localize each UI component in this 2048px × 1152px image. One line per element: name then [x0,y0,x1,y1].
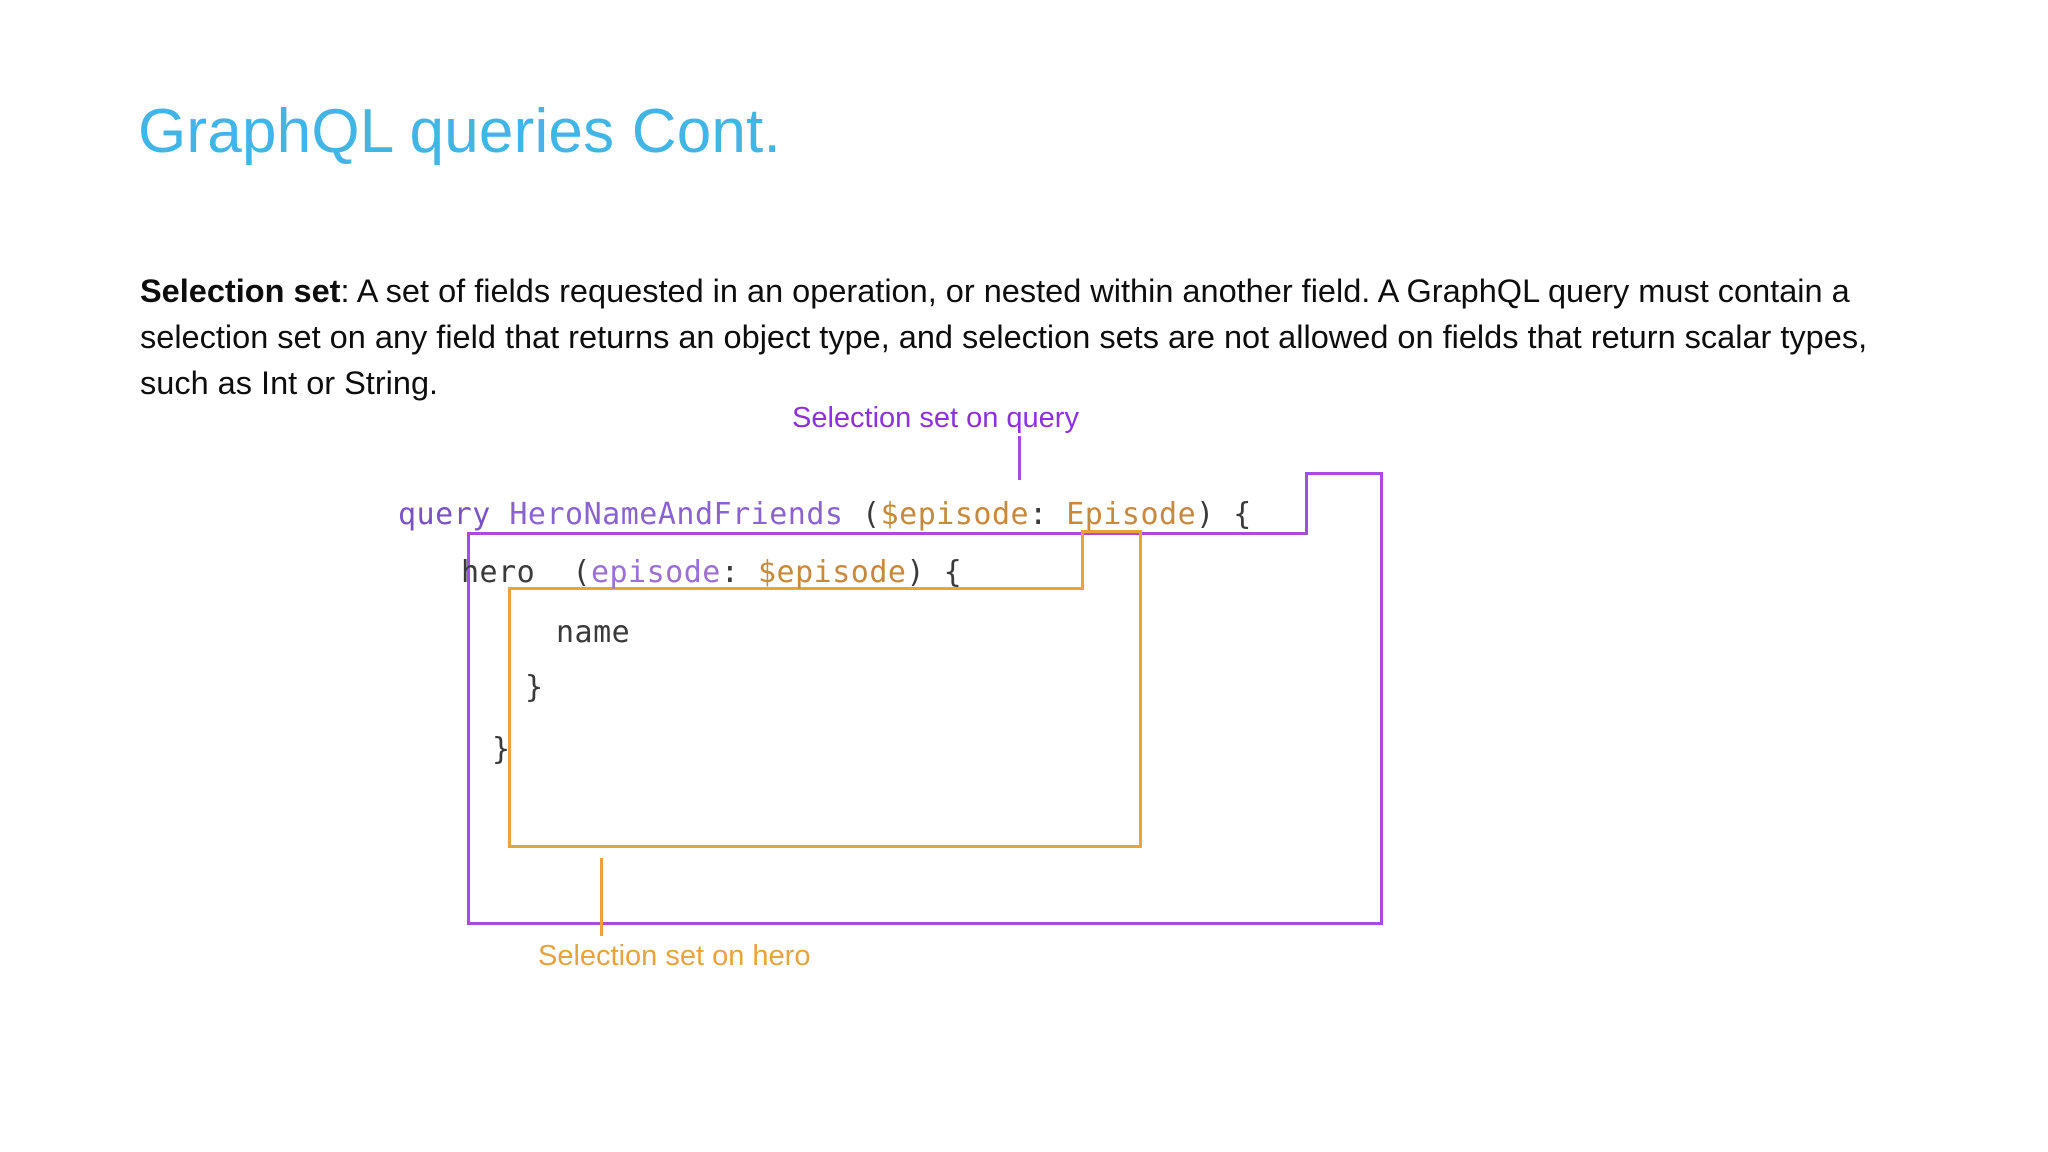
leader-line-query [1018,436,1021,480]
graphql-query-diagram: Selection set on query Selection set on … [398,404,1440,1030]
body-text: : A set of fields requested in an operat… [140,273,1868,401]
token-space [843,497,862,532]
query-box-right-edge [1380,472,1383,925]
code-line-query: query HeroNameAndFriends ($episode: Epis… [398,500,1252,530]
hero-box-stub-left [1081,530,1084,590]
hero-box-step-top [508,587,1084,590]
token-field-hero: hero [461,555,536,590]
callout-label-query: Selection set on query [792,402,1079,434]
token-variable-episode: $episode [758,555,907,590]
body-lead-term: Selection set [140,273,341,309]
hero-box-right-edge [1139,530,1142,848]
body-paragraph: Selection set: A set of fields requested… [140,268,1900,406]
query-box-stub-top [1305,472,1383,475]
token-brace-open-hero: { [943,555,963,590]
page-title: GraphQL queries Cont. [138,97,781,166]
token-type-episode: Episode [1066,497,1197,532]
hero-box-stub-top [1081,530,1142,533]
token-space [491,497,510,532]
callout-label-hero: Selection set on hero [538,940,811,972]
token-space [535,555,572,590]
code-line-name: name [556,615,631,650]
token-paren-close: ) [1196,497,1215,532]
hero-box-bottom-edge [508,845,1142,848]
token-colon: : [720,555,758,590]
token-operation-name: HeroNameAndFriends [509,497,844,532]
query-box-left-edge [467,532,470,925]
code-line-close-hero: } [525,670,544,705]
token-paren-open: ( [862,497,881,532]
query-box-stub-left [1305,472,1308,535]
hero-box-left-edge [508,587,511,848]
token-keyword-query: query [398,497,491,532]
code-line-close-query: } [492,732,511,767]
token-space [925,555,944,590]
leader-line-hero [600,858,603,936]
token-paren-close: ) [906,555,926,590]
query-box-bottom-edge [467,922,1383,925]
query-box-step-top [467,532,1308,535]
token-brace-open-query: { [1233,497,1252,532]
token-colon: : [1029,497,1067,532]
token-paren-open: ( [572,555,591,590]
code-line-hero: hero (episode: $episode) { [461,558,962,588]
token-argument-episode: episode [590,555,721,590]
token-variable-episode: $episode [880,497,1030,532]
token-space [1215,497,1234,532]
